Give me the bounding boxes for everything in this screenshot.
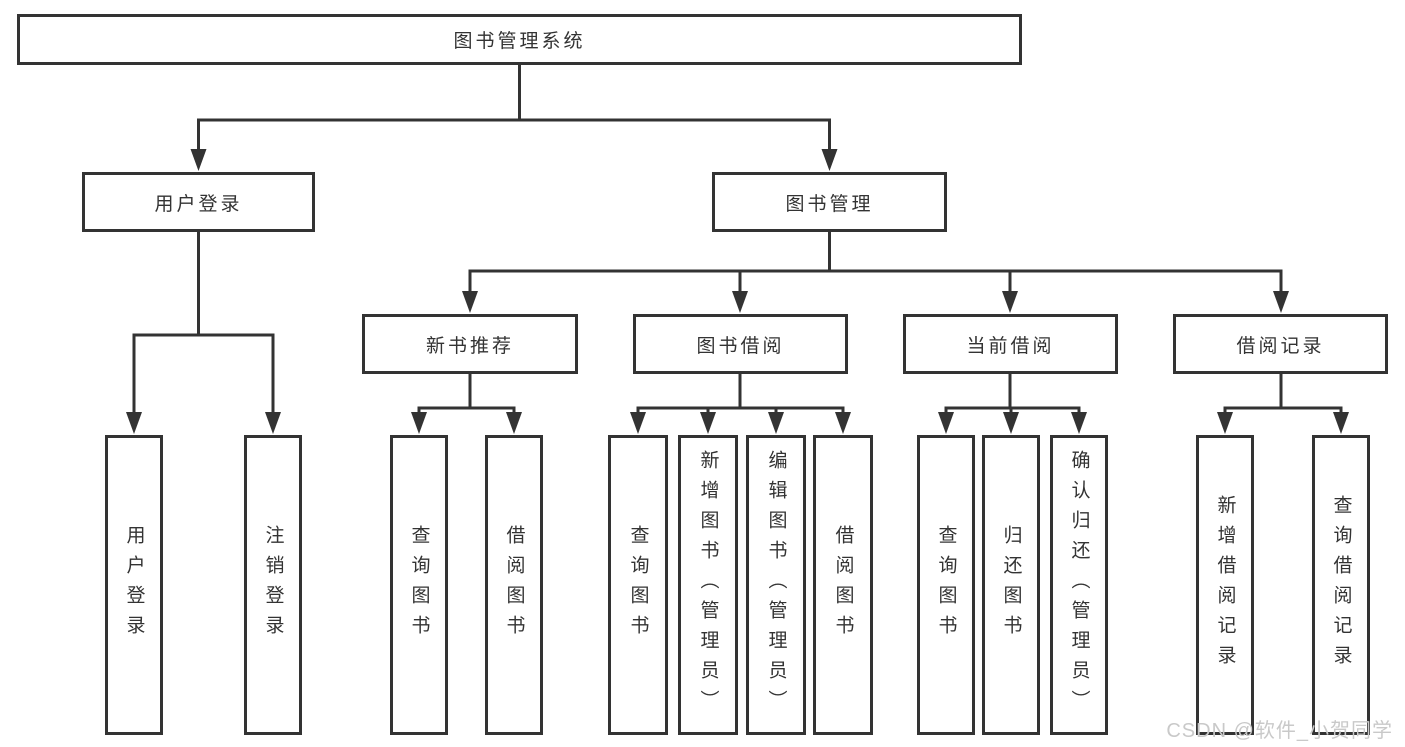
connector-newbook-branch xyxy=(417,406,516,414)
node-user-login: 用户登录 xyxy=(82,172,315,232)
csdn-watermark: CSDN @软件_小贺同学 xyxy=(1166,720,1393,742)
arrowhead xyxy=(1003,412,1019,434)
connector-bookmgmt-branch xyxy=(468,269,1283,294)
arrowhead xyxy=(506,412,522,434)
leaf-borrow-books-newbook: 借阅图书 xyxy=(485,435,543,735)
arrowhead xyxy=(938,412,954,434)
node-book-management: 图书管理 xyxy=(712,172,947,232)
connector-record-branch xyxy=(1223,406,1343,414)
arrowhead xyxy=(835,412,851,434)
leaf-edit-books-admin: 编辑图书（管理员） xyxy=(746,435,806,735)
connector-borrow-branch xyxy=(636,406,845,414)
arrowhead xyxy=(732,291,748,313)
leaf-label: 借阅图书 xyxy=(832,525,854,645)
node-book-borrowing: 图书借阅 xyxy=(633,314,848,374)
leaf-label: 查询图书 xyxy=(627,525,649,645)
leaf-query-borrow-record: 查询借阅记录 xyxy=(1312,435,1370,735)
arrowhead xyxy=(700,412,716,434)
leaf-label: 查询图书 xyxy=(408,525,430,645)
node-current-borrowing: 当前借阅 xyxy=(903,314,1118,374)
node-system-root: 图书管理系统 xyxy=(17,14,1022,65)
connector-root-branch xyxy=(197,118,831,152)
leaf-label: 查询借阅记录 xyxy=(1330,495,1352,675)
arrowhead xyxy=(1217,412,1233,434)
arrowhead xyxy=(411,412,427,434)
leaf-label: 注销登录 xyxy=(262,525,284,645)
arrowhead xyxy=(1333,412,1349,434)
leaf-label: 确认归还（管理员） xyxy=(1068,450,1090,720)
leaf-label: 编辑图书（管理员） xyxy=(765,450,787,720)
leaf-label: 用户登录 xyxy=(123,525,145,645)
leaf-label: 借阅图书 xyxy=(503,525,525,645)
arrowhead xyxy=(1273,291,1289,313)
leaf-confirm-return-admin: 确认归还（管理员） xyxy=(1050,435,1108,735)
leaf-add-borrow-record: 新增借阅记录 xyxy=(1196,435,1254,735)
leaf-query-books-borrow: 查询图书 xyxy=(608,435,668,735)
arrowhead xyxy=(1071,412,1087,434)
arrowhead xyxy=(1002,291,1018,313)
leaf-label: 新增借阅记录 xyxy=(1214,495,1236,675)
leaf-user-login: 用户登录 xyxy=(105,435,163,735)
leaf-query-books-current: 查询图书 xyxy=(917,435,975,735)
leaf-add-books-admin: 新增图书（管理员） xyxy=(678,435,738,735)
arrowhead xyxy=(462,291,478,313)
arrowhead xyxy=(265,412,281,434)
leaf-borrow-books: 借阅图书 xyxy=(813,435,873,735)
arrowheads xyxy=(126,149,1349,434)
leaf-query-books-newbook: 查询图书 xyxy=(390,435,448,735)
leaf-return-books: 归还图书 xyxy=(982,435,1040,735)
arrowhead xyxy=(630,412,646,434)
connector-userlogin-branch xyxy=(132,333,275,414)
leaf-label: 归还图书 xyxy=(1000,525,1022,645)
node-new-book-recommendation: 新书推荐 xyxy=(362,314,578,374)
leaf-logout: 注销登录 xyxy=(244,435,302,735)
leaf-label: 查询图书 xyxy=(935,525,957,645)
arrowhead xyxy=(190,149,207,171)
arrowhead xyxy=(821,149,838,171)
leaf-label: 新增图书（管理员） xyxy=(697,450,719,720)
arrowhead xyxy=(768,412,784,434)
arrowhead xyxy=(126,412,142,434)
node-borrowing-records: 借阅记录 xyxy=(1173,314,1388,374)
